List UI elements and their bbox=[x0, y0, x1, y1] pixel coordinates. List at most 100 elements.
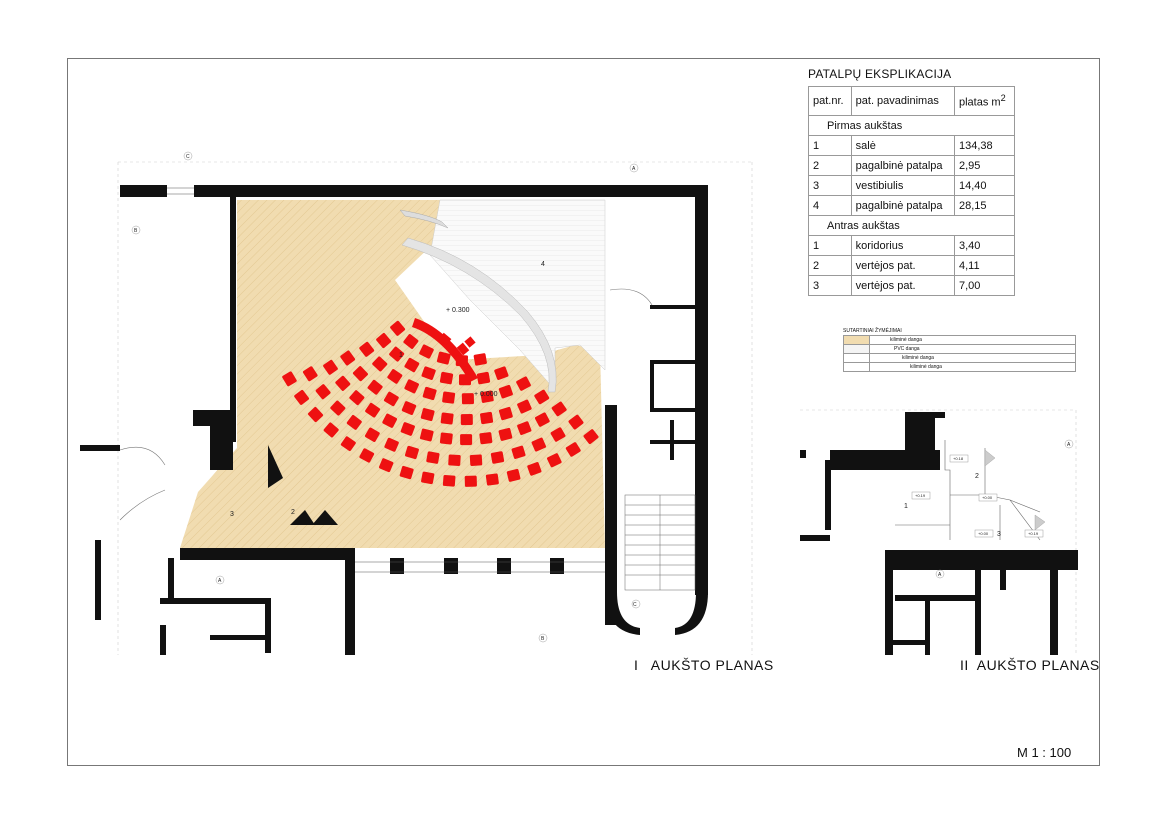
seat bbox=[506, 468, 521, 482]
room-number: 1 bbox=[399, 352, 403, 359]
window-lines bbox=[167, 187, 605, 573]
seat bbox=[516, 376, 531, 391]
seat bbox=[382, 413, 398, 428]
seat bbox=[439, 371, 454, 385]
seat bbox=[364, 427, 380, 442]
seat bbox=[439, 432, 453, 445]
seat bbox=[403, 334, 419, 349]
level-mark: +0.19 bbox=[915, 493, 926, 498]
seat bbox=[404, 379, 419, 394]
seat bbox=[551, 401, 567, 417]
seat bbox=[323, 422, 339, 438]
seat bbox=[420, 408, 435, 422]
room-number: 4 bbox=[541, 261, 545, 268]
seat bbox=[349, 390, 365, 406]
seat bbox=[494, 366, 509, 380]
seat bbox=[583, 429, 599, 445]
seat bbox=[419, 344, 434, 359]
seat bbox=[473, 353, 487, 366]
seat bbox=[404, 357, 420, 373]
level-mark: +0.19 bbox=[1028, 531, 1039, 536]
seat bbox=[390, 320, 406, 336]
axis-circles bbox=[131, 151, 641, 643]
legend-item: kiliminė danga bbox=[843, 353, 1076, 362]
seat bbox=[372, 356, 388, 372]
seat bbox=[282, 371, 297, 387]
seat bbox=[517, 421, 532, 436]
room-number: 3 bbox=[997, 531, 1001, 538]
seat bbox=[294, 389, 310, 405]
seat bbox=[480, 411, 494, 425]
seat bbox=[464, 475, 477, 487]
level-mark: +0.00 bbox=[978, 531, 989, 536]
seat bbox=[419, 428, 434, 442]
seat bbox=[534, 412, 550, 427]
plan-1: + 0.300 + 0.000 1 2 3 4 A A B B C C bbox=[80, 151, 708, 655]
seat bbox=[448, 454, 461, 466]
seat bbox=[547, 453, 562, 468]
seat bbox=[302, 366, 318, 382]
seat bbox=[498, 384, 513, 399]
axis-label: A bbox=[632, 166, 636, 172]
seat bbox=[421, 471, 435, 485]
drawing-frame bbox=[67, 58, 1100, 766]
scale-label: M 1 : 100 bbox=[1017, 745, 1072, 760]
curved-screen bbox=[399, 209, 449, 229]
seat bbox=[426, 451, 440, 464]
seat bbox=[365, 402, 381, 418]
seat bbox=[384, 437, 399, 452]
seat bbox=[323, 359, 338, 375]
seat bbox=[459, 374, 471, 386]
seat bbox=[568, 414, 584, 430]
seat bbox=[479, 432, 493, 445]
seat bbox=[383, 391, 399, 407]
plan1-caption: I AUKŠTO PLANAS bbox=[634, 657, 774, 673]
col-header-area: platas m2 bbox=[953, 86, 1016, 116]
seat bbox=[550, 427, 566, 442]
seat bbox=[404, 445, 419, 460]
seat bbox=[367, 379, 383, 395]
seat bbox=[422, 386, 437, 401]
legend: SUTARTINIAI ŽYMĖJIMAI kiliminė danga PVC… bbox=[843, 328, 1076, 372]
axis-label: A bbox=[938, 572, 942, 578]
level-mark: + 0.300 bbox=[446, 307, 470, 314]
seat bbox=[399, 465, 414, 480]
room-number: 1 bbox=[904, 503, 908, 510]
col-header-nr: pat.nr. bbox=[808, 86, 852, 116]
legend-item: kiliminė danga bbox=[843, 335, 1076, 344]
table-header-row: pat.nr. pat. pavadinimas platas m2 bbox=[808, 86, 1016, 116]
seat bbox=[531, 437, 547, 452]
axis-label: B bbox=[541, 636, 545, 642]
seat bbox=[517, 399, 532, 414]
seat bbox=[359, 341, 375, 357]
floor1-title: Pirmas aukštas bbox=[808, 115, 1015, 136]
seat bbox=[498, 427, 513, 441]
stair bbox=[624, 494, 696, 591]
explication-title: PATALPŲ EKSPLIKACIJA bbox=[808, 67, 952, 81]
stage-edge bbox=[401, 237, 557, 393]
seat bbox=[461, 393, 475, 405]
legend-title: SUTARTINIAI ŽYMĖJIMAI bbox=[843, 328, 902, 334]
dark-triangles bbox=[268, 445, 338, 525]
seat bbox=[485, 473, 499, 486]
room-number: 2 bbox=[291, 509, 295, 516]
seat bbox=[527, 462, 542, 476]
seat bbox=[476, 371, 491, 385]
seat bbox=[440, 412, 454, 425]
seat bbox=[352, 366, 368, 382]
seat bbox=[480, 390, 494, 403]
seat bbox=[565, 442, 581, 457]
seat bbox=[455, 355, 469, 367]
seat bbox=[469, 454, 483, 466]
seat bbox=[315, 384, 331, 400]
axis-label: C bbox=[633, 602, 637, 608]
walls-2 bbox=[800, 412, 1078, 655]
seat bbox=[330, 400, 346, 416]
walls bbox=[80, 185, 708, 655]
seat bbox=[436, 351, 451, 365]
construction-lines bbox=[117, 161, 1077, 655]
level-mark: +0.18 bbox=[953, 456, 964, 461]
plan-2: +0.18 +0.19 +0.00 +0.00 +0.19 1 2 3 A A bbox=[800, 412, 1078, 655]
